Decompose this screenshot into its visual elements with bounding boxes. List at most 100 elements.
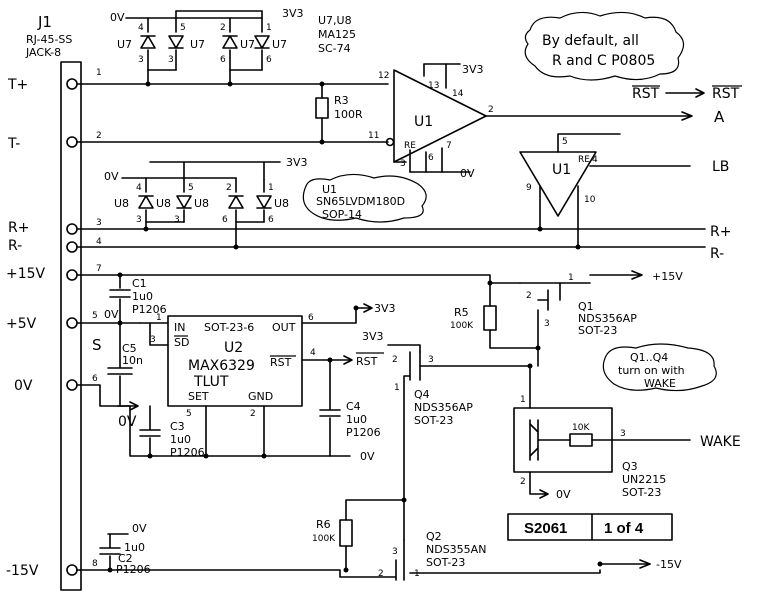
u8-leads-bot [145,209,265,248]
u1-info-part: SN65LVDM180D [316,195,405,208]
resistor-r3: R3 100R [315,81,363,145]
c2-0v: 0V [132,522,147,535]
driver-pin5 [557,133,621,153]
diode-array-u8: 0V U8 U8 U8 U8 4 3 5 3 2 6 1 6 [104,161,289,250]
j1-body [60,61,82,591]
diode-ref: U7 [240,38,255,51]
pin-num: 2 [250,409,256,419]
diode-ref: U8 [274,197,289,210]
j1-pin-circle [66,223,78,235]
j1-pin-circle [66,241,78,253]
s-label: S [92,336,102,354]
pin-num: 3 [544,319,550,329]
u2-pin-gnd: GND [248,390,273,403]
wire-neg15v-out [409,569,601,574]
diode-leads-bot [147,49,263,71]
pin-num: 3 [138,55,144,65]
junction [327,357,333,363]
pin-num: 7 [96,264,102,274]
u2-ref: U2 [224,340,243,356]
u2-pin-set: SET [188,390,209,403]
c2-symbol [99,533,129,571]
pin-num: 5 [92,311,98,321]
j1-pin-circle [66,564,78,576]
pin-num: 5 [562,137,568,147]
pin-num: 6 [308,313,314,323]
title-block: S2061 1 of 4 [507,513,673,541]
u2-pin-in: IN [174,321,185,334]
pin-num: 3 [136,215,142,225]
q4-3v3: 3V3 [362,330,384,343]
junction [227,81,233,87]
pin-num: 2 [488,105,494,115]
net-wires [76,83,706,578]
c5-arrow [117,401,139,411]
pin-num: 3 [174,215,180,225]
j1-pin-circle [66,136,78,148]
pin-num: 3 [392,547,398,557]
pin-num: 3 [620,429,626,439]
pin-num: 4 [96,237,102,247]
pin-num: 11 [368,131,379,141]
junction [145,81,151,87]
diode-symbol [176,195,192,209]
u2-part: MAX6329 [188,358,255,374]
pin-label-0v: 0V [14,378,33,394]
wake-line1: Q1..Q4 [630,351,668,364]
capacitor-c2: 0V 1u0 C2 P1206 [99,522,151,576]
r5-value: 100K [450,321,474,331]
u2-out-wire [301,307,363,324]
pin-num: 2 [392,355,398,365]
wire-output-a [485,111,693,121]
junction [203,453,209,459]
u2-pkg: SOT-23-6 [204,321,254,334]
junction [143,226,149,232]
q4-source [387,344,421,353]
c4-ref: C4 [346,400,361,413]
j1-part: RJ-45-SS [26,33,72,46]
wake-cloud [602,343,717,392]
transistor-q1: +15V 1 2 3 Q1 NDS356AP SOT-23 [487,270,683,367]
pin-num: 1 [414,569,420,579]
info-cloud [302,173,427,223]
u1-info-ref: U1 [322,183,337,196]
r6-value: 100K [312,534,336,544]
q3-gnd [529,471,549,499]
rst-arrow [665,88,705,98]
r5-ref: R5 [454,306,469,319]
pin-label-tminus: T- [7,136,20,152]
junction [117,320,123,326]
q4-ref: Q4 [414,388,430,401]
pin-num: 4 [136,183,142,193]
u1-info: U1 SN65LVDM180D SOP-14 [302,173,427,223]
c3-symbol [139,405,161,457]
junction [147,453,153,459]
mid-3v3: 3V3 [286,156,308,169]
q4-gate [409,351,421,381]
u1-bottom-leads [409,147,443,173]
capacitor-c1: C1 1u0 P1206 0V [104,272,167,324]
r6-body [339,519,353,547]
j1-pins [66,78,78,576]
pin-num: 1 [266,23,272,33]
u1b-ref: U1 [552,162,571,178]
pin-num: 13 [428,81,439,91]
c3-value: 1u0 [170,433,191,446]
c4-value: 1u0 [346,413,367,426]
diode-ref: U8 [114,197,129,210]
rail-0v-label: 0V [110,11,125,24]
diode-ref: U8 [194,197,209,210]
r5-body [483,305,497,331]
j1-pin-circle [66,269,78,281]
pin-num: 3 [168,55,174,65]
c2-value: 1u0 [124,541,145,554]
diode-ref: U8 [156,197,171,210]
diode-symbol [254,35,270,49]
rst-overbar-note: RST RST [632,85,742,102]
diode-ref: U7 [117,38,132,51]
pin-num: 6 [92,374,98,384]
diode-to-line [147,69,231,85]
q1-arrow [631,270,643,280]
q2-part: NDS355AN [426,543,486,556]
